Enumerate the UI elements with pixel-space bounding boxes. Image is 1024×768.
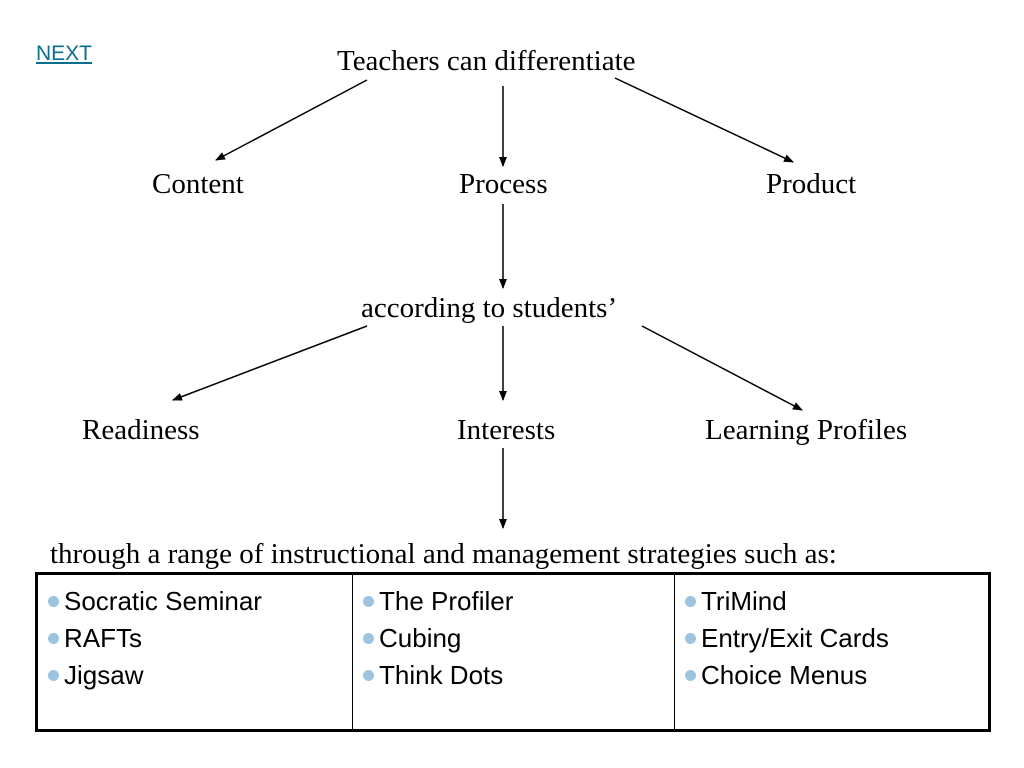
strategy-column: TriMind Entry/Exit Cards Choice Menus [674, 575, 988, 729]
strategy-label: The Profiler [379, 586, 514, 616]
strategy-item: Cubing [363, 620, 674, 657]
target-content: Content [152, 168, 244, 200]
bullet-icon [363, 596, 374, 607]
bullet-icon [685, 633, 696, 644]
bullet-icon [48, 633, 59, 644]
bullet-icon [363, 633, 374, 644]
arrow-root-to-content [215, 79, 368, 161]
trait-readiness: Readiness [82, 414, 200, 446]
strategy-label: Cubing [379, 623, 462, 653]
strategy-label: Choice Menus [701, 660, 868, 690]
connector-node: according to students’ [361, 292, 618, 324]
strategy-item: The Profiler [363, 583, 674, 620]
strategy-label: RAFTs [64, 623, 142, 653]
strategies-table: Socratic Seminar RAFTs Jigsaw The Profil… [35, 572, 991, 732]
strategy-label: Jigsaw [64, 660, 144, 690]
strategy-column: The Profiler Cubing Think Dots [352, 575, 674, 729]
strategy-item: Choice Menus [685, 657, 988, 694]
bullet-icon [685, 596, 696, 607]
bullet-icon [363, 670, 374, 681]
root-node: Teachers can differentiate [337, 45, 636, 77]
bullet-icon [685, 670, 696, 681]
strategy-item: Think Dots [363, 657, 674, 694]
bullet-icon [48, 596, 59, 607]
strategy-label: TriMind [701, 586, 787, 616]
target-process: Process [459, 168, 548, 200]
target-product: Product [766, 168, 857, 200]
arrow-root-to-product [614, 77, 794, 163]
trait-interests: Interests [457, 414, 556, 446]
trait-learning-profiles: Learning Profiles [705, 414, 908, 446]
strategy-label: Socratic Seminar [64, 586, 262, 616]
strategy-item: TriMind [685, 583, 988, 620]
bullet-icon [48, 670, 59, 681]
arrow-connector-to-profiles [641, 325, 803, 411]
arrow-connector-to-readiness [172, 325, 368, 401]
strategy-item: Socratic Seminar [48, 583, 352, 620]
strategy-label: Entry/Exit Cards [701, 623, 889, 653]
strategy-label: Think Dots [379, 660, 504, 690]
strategy-item: Jigsaw [48, 657, 352, 694]
strategy-item: RAFTs [48, 620, 352, 657]
strategies-intro: through a range of instructional and man… [50, 538, 837, 570]
strategy-item: Entry/Exit Cards [685, 620, 988, 657]
strategy-column: Socratic Seminar RAFTs Jigsaw [38, 575, 352, 729]
next-link[interactable]: NEXT [36, 42, 93, 65]
